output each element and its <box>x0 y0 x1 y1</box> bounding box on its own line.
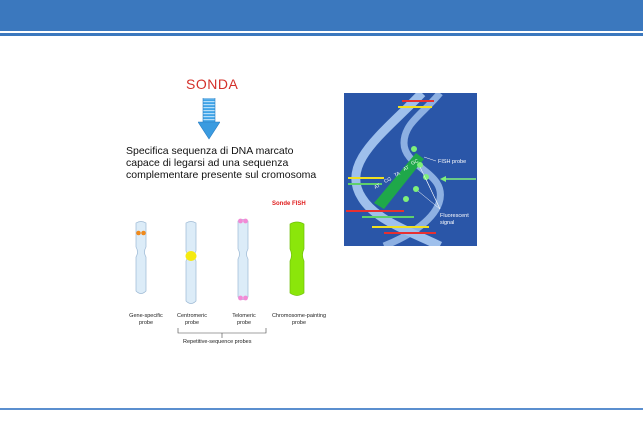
base-pair-4: AT <box>402 165 410 173</box>
dna-fish-diagram: AT CG TA AT GC FISH probe Fluorescent si… <box>344 93 477 246</box>
label-line: Gene-specific <box>129 313 163 319</box>
label-gene-specific: Gene-specific probe <box>126 313 166 326</box>
definition-line-2: capace di legarsi ad una sequenza <box>126 157 289 169</box>
title-bar <box>0 0 643 31</box>
label-line: Telomeric <box>232 313 256 319</box>
slide-heading: SONDA <box>186 76 239 92</box>
base-pair-1: AT <box>373 183 381 191</box>
definition-line-1: Specifica sequenza di DNA marcato <box>126 145 294 157</box>
label-line: probe <box>236 319 252 326</box>
fish-probe-label: FISH probe <box>438 159 466 165</box>
figure-title: Sonde FISH <box>272 201 306 207</box>
down-arrow-icon <box>198 98 220 140</box>
chromosome-probes-illustration <box>135 218 305 304</box>
label-line: probe <box>291 319 307 326</box>
probe-definition: Specifica sequenza di DNA marcato capace… <box>126 145 326 181</box>
title-underline <box>0 33 643 36</box>
definition-line-3: complementare presente sul cromosoma <box>126 169 317 181</box>
label-line: Centromeric <box>177 313 207 319</box>
label-chromosome-painting: Chromosome-painting probe <box>268 313 330 326</box>
chromosome-gene-specific <box>135 221 147 294</box>
signal-label-1: Fluorescent <box>440 213 469 219</box>
group-label: Repetitive-sequence probes <box>183 339 252 345</box>
label-line: probe <box>138 319 154 326</box>
base-pair-3: TA <box>393 171 402 179</box>
label-line: Chromosome-painting <box>271 313 327 319</box>
base-pair-5: GC <box>410 158 420 167</box>
label-line: probe <box>184 319 200 326</box>
signal-label-2: signal <box>440 220 454 226</box>
label-telomeric: Telomeric probe <box>224 313 264 326</box>
group-bracket <box>177 328 267 338</box>
base-pair-2: CG <box>383 176 392 185</box>
label-centromeric: Centromeric probe <box>172 313 212 326</box>
footer-line <box>0 408 643 410</box>
chromosome-telomeric <box>237 218 249 301</box>
chromosome-painting <box>289 221 305 296</box>
chromosome-centromeric <box>185 221 197 304</box>
